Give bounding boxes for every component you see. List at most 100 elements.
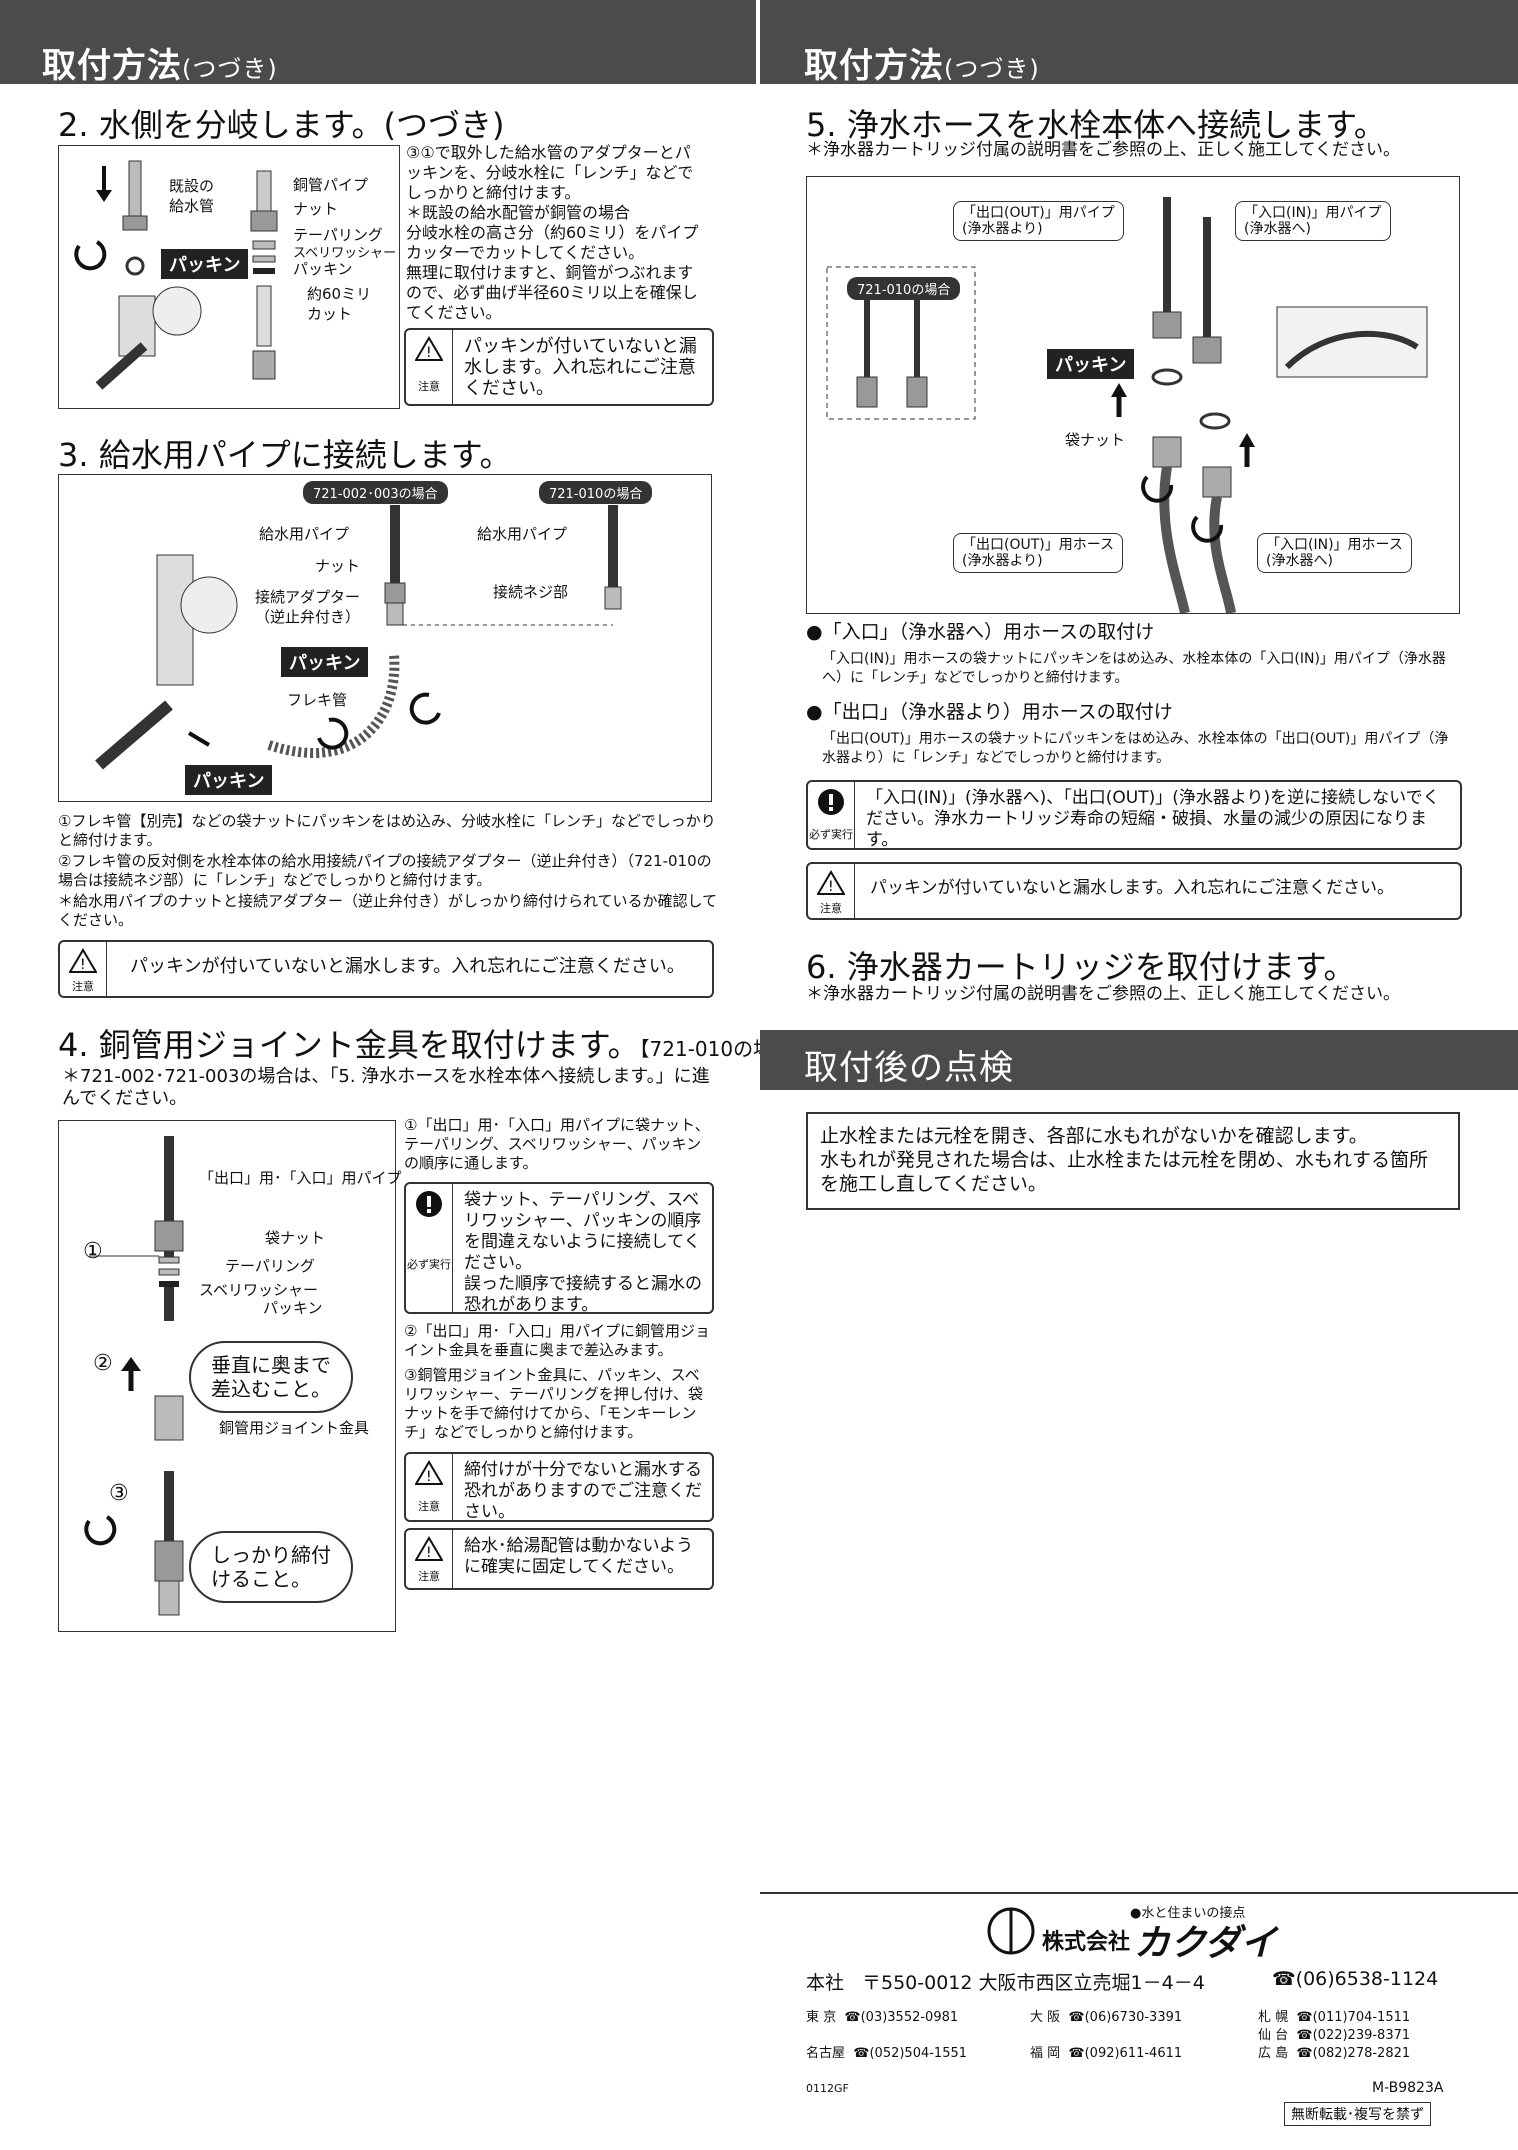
section4-subnote: ＊721-002･721-003の場合は、「5. 浄水ホースを水栓本体へ接続しま…	[62, 1066, 710, 1109]
header-title-left: 取付方法(つづき)	[42, 46, 278, 86]
joint-illustration	[84, 1136, 184, 1616]
brand-mark-icon	[987, 1907, 1035, 1955]
caution-icon: !注意	[808, 864, 855, 918]
step-number-1: ①	[83, 1239, 103, 1264]
label-nut: 袋ナット	[265, 1229, 326, 1247]
svg-text:!: !	[828, 879, 834, 895]
header-title-right: 取付方法(つづき)	[804, 46, 1040, 86]
valve-illustration	[74, 160, 278, 390]
label-supply-pipe-2: 給水用パイプ	[477, 525, 568, 543]
branch-sapporo: 札 幌 ☎(011)704-1511	[1258, 2010, 1411, 2025]
label-cap-nut: 袋ナット	[1065, 431, 1126, 449]
label-in-hose: 「入口(IN)」用ホース (浄水器へ)	[1257, 533, 1412, 573]
bubble-insert-vertical: 垂直に奥まで 差込むこと。	[189, 1341, 353, 1413]
section6-subnote: ＊浄水器カートリッジ付属の説明書をご参照の上、正しく施工してください。	[806, 984, 1400, 1004]
label-out-pipe: 「出口(OUT)」用パイプ (浄水器より)	[953, 201, 1124, 241]
packing-tag-2: パッキン	[185, 765, 273, 795]
caution-text: パッキンが付いていないと漏水します。入れ忘れにご注意ください。	[130, 956, 685, 977]
label-pipe: 「出口」用･「入口」用パイプ	[199, 1169, 402, 1187]
section3-note-3: ＊給水用パイプのナットと接続アダプター（逆止弁付き）がしっかり締付けられているか…	[58, 892, 718, 929]
label-cut: 約60ミリ カット	[307, 285, 372, 323]
must-text: 「入口(IN)」(浄水器へ)、「出口(OUT)」(浄水器より)を逆に接続しないで…	[866, 788, 1440, 850]
must-text: 袋ナット、テーパリング、スベリワッシャー、パッキンの順序を間違えないように接続し…	[464, 1190, 702, 1315]
label-supply-pipe: 給水用パイプ	[259, 525, 350, 543]
model-tag-721-010: 721-010の場合	[539, 481, 653, 504]
label-thread: 接続ネジ部	[493, 583, 569, 601]
step-number-3: ③	[109, 1481, 129, 1506]
branch-hiroshima: 広 島 ☎(082)278-2821	[1258, 2046, 1411, 2061]
label-taper-ring: テーパリング	[225, 1257, 315, 1275]
bubble-tighten: しっかり締付 けること。	[189, 1531, 353, 1603]
packing-tag: パッキン	[1047, 349, 1135, 379]
caution-text: パッキンが付いていないと漏水します。入れ忘れにご注意ください。	[870, 878, 1394, 898]
section5-bullet2-title: ●「出口」（浄水器より）用ホースの取付け	[806, 701, 1173, 723]
section5-must: 必ず実行 「入口(IN)」(浄水器へ)、「出口(OUT)」(浄水器より)を逆に接…	[806, 780, 1462, 850]
inspection-box: 止水栓または元栓を開き、各部に水もれがないかを確認します。 水もれが発見された場…	[806, 1112, 1460, 1210]
supply-pipe-illustration	[95, 505, 622, 770]
caution-text: 締付けが十分でないと漏水する恐れがありますのでご注意ください。	[464, 1460, 702, 1522]
caution-icon: !注意	[406, 1454, 453, 1520]
section2-caution: !注意 パッキンが付いていないと漏水します。入れ忘れにご注意ください。	[404, 328, 714, 406]
branch-tokyo: 東 京 ☎(03)3552-0981	[806, 2010, 959, 2025]
label-flex-pipe: フレキ管	[287, 691, 348, 709]
label-slip-washer: スベリワッシャー	[293, 246, 397, 261]
label-slip-washer: スベリワッシャー	[199, 1281, 318, 1299]
packing-tag-1: パッキン	[281, 647, 369, 677]
section3-heading: 3. 給水用パイプに接続します。	[58, 436, 512, 474]
inspection-band: 取付後の点検	[760, 1030, 1518, 1090]
section4-caution-2: !注意 給水･給湯配管は動かないように確実に固定してください。	[404, 1528, 714, 1590]
section2-figure: 既設の 給水管 銅管パイプ ナット テーパリング スベリワッシャー パッキン 約…	[58, 145, 400, 409]
model-tag-721-010: 721-010の場合	[847, 277, 961, 300]
model-tag-721-002-003: 721-002･003の場合	[303, 481, 448, 504]
svg-text:!: !	[426, 1469, 432, 1485]
must-icon: 必ず実行	[808, 782, 855, 848]
section3-note-1: ①フレキ管【別売】などの袋ナットにパッキンをはめ込み、分岐水栓に「レンチ」などで…	[58, 812, 716, 849]
label-copper-pipe: 銅管パイプ	[293, 176, 369, 194]
section4-figure: 「出口」用･「入口」用パイプ 袋ナット テーパリング スベリワッシャー パッキン…	[58, 1120, 402, 1632]
header-band-left: 取付方法(つづき)	[0, 0, 756, 86]
svg-text:!: !	[426, 1545, 432, 1561]
section3-note-2: ②フレキ管の反対側を水栓本体の給水用接続パイプの接続アダプター（逆止弁付き）（7…	[58, 852, 712, 889]
caution-icon: !注意	[406, 1530, 453, 1588]
company-logo: ●水と住まいの接点 株式会社 カクダイ	[986, 1902, 1306, 1964]
label-packing: パッキン	[263, 1299, 323, 1317]
must-icon: 必ず実行	[406, 1184, 453, 1312]
section5-bullet1-text: 「入口(IN)」用ホースの袋ナットにパッキンをはめ込み、水栓本体の「入口(IN)…	[822, 651, 1446, 686]
svg-text:!: !	[426, 345, 432, 361]
section3-figure: 721-002･003の場合 721-010の場合 給水用パイプ ナット 接続ア…	[58, 474, 712, 802]
section5-bullet1-title: ●「入口」（浄水器へ）用ホースの取付け	[806, 621, 1155, 643]
copy-notice: 無断転載･複写を禁ず	[1284, 2102, 1431, 2126]
hq-label: 本社	[806, 1972, 845, 1994]
inspection-title: 取付後の点検	[804, 1048, 1014, 1088]
section4-step3: ③銅管用ジョイント金具に、パッキン、スベリワッシャー、テーパリングを押し付け、袋…	[404, 1366, 703, 1441]
packing-tag: パッキン	[161, 249, 249, 279]
section4-heading: 4. 銅管用ジョイント金具を取付けます。【721-010の場合のみ】	[58, 1026, 854, 1064]
hq-address: 〒550-0012 大阪市西区立売堀1－4－4	[862, 1972, 1205, 1994]
label-in-pipe: 「入口(IN)」用パイプ (浄水器へ)	[1235, 201, 1391, 241]
branch-fukuoka: 福 岡 ☎(092)611-4611	[1030, 2046, 1183, 2061]
section5-bullet2-text: 「出口(OUT)」用ホースの袋ナットにパッキンをはめ込み、水栓本体の「出口(OU…	[822, 731, 1449, 766]
label-packing: パッキン	[293, 260, 353, 278]
section6-heading: 6. 浄水器カートリッジを取付けます。	[806, 948, 1356, 986]
branch-sendai: 仙 台 ☎(022)239-8371	[1258, 2028, 1411, 2043]
hq-phone: ☎(06)6538-1124	[1272, 1968, 1439, 1990]
label-out-hose: 「出口(OUT)」用ホース (浄水器より)	[953, 533, 1124, 573]
section4-caution-1: !注意 締付けが十分でないと漏水する恐れがありますのでご注意ください。	[404, 1452, 714, 1522]
section2-heading: 2. 水側を分岐します。(つづき)	[58, 106, 505, 144]
section5-heading: 5. 浄水ホースを水栓本体へ接続します。	[806, 106, 1386, 144]
step-number-2: ②	[93, 1351, 113, 1376]
inspection-text: 止水栓または元栓を開き、各部に水もれがないかを確認します。 水もれが発見された場…	[820, 1125, 1429, 1195]
document-number: M-B9823A	[1372, 2080, 1444, 2096]
label-adapter: 接続アダプター （逆止弁付き）	[255, 588, 361, 626]
caution-text: パッキンが付いていないと漏水します。入れ忘れにご注意ください。	[464, 336, 697, 399]
section4-step1: ①「出口」用･「入口」用パイプに袋ナット、テーパリング、スベリワッシャー、パッキ…	[404, 1116, 710, 1172]
section5-figure: 「出口(OUT)」用パイプ (浄水器より) 「入口(IN)」用パイプ (浄水器へ…	[806, 176, 1460, 615]
label-taper-ring: テーパリング	[293, 226, 383, 244]
caution-icon: !注意	[406, 330, 453, 404]
section4-must: 必ず実行 袋ナット、テーパリング、スベリワッシャー、パッキンの順序を間違えないよ…	[404, 1182, 714, 1315]
company-type: 株式会社	[1042, 1930, 1131, 1955]
section5-subnote: ＊浄水器カートリッジ付属の説明書をご参照の上、正しく施工してください。	[806, 140, 1400, 160]
section4-step2: ②「出口」用･「入口」用パイプに銅管用ジョイント金具を垂直に奥まで差込みます。	[404, 1322, 710, 1359]
header-band-right: 取付方法(つづき)	[760, 0, 1518, 86]
section3-caution: !注意 パッキンが付いていないと漏水します。入れ忘れにご注意ください。	[58, 940, 714, 998]
